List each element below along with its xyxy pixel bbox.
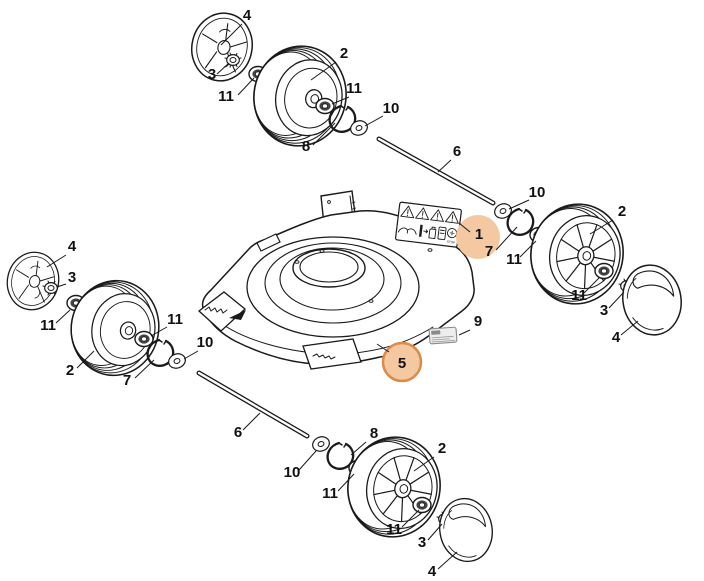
- washer: [492, 200, 514, 222]
- callout-4[interactable]: 4: [243, 7, 252, 24]
- callout-6[interactable]: 6: [234, 424, 242, 441]
- callout-9[interactable]: 9: [474, 313, 482, 330]
- callout-3[interactable]: 3: [208, 66, 216, 83]
- callout-2[interactable]: 2: [618, 203, 626, 220]
- callout-2[interactable]: 2: [438, 440, 446, 457]
- wheel: [244, 37, 356, 155]
- callout-3[interactable]: 3: [68, 269, 76, 286]
- callout-4[interactable]: 4: [68, 238, 77, 255]
- leader-lines: [46, 23, 639, 570]
- warning-label-plate: STOP: [394, 201, 462, 248]
- callout-2[interactable]: 2: [340, 45, 348, 62]
- callout-8[interactable]: 8: [302, 138, 310, 155]
- callout-7[interactable]: 7: [123, 372, 131, 389]
- hub-cap: [616, 259, 688, 341]
- callout-3[interactable]: 3: [600, 302, 608, 319]
- callout-6[interactable]: 6: [453, 143, 461, 160]
- washer: [166, 350, 188, 372]
- callout-7[interactable]: 7: [485, 243, 493, 260]
- callout-11[interactable]: 11: [40, 317, 56, 334]
- callout-4[interactable]: 4: [428, 563, 437, 580]
- panel-icon: [437, 226, 447, 241]
- warning-triangle-icons: [400, 205, 459, 224]
- callout-8[interactable]: 8: [370, 425, 378, 442]
- callout-11[interactable]: 11: [571, 287, 587, 304]
- snap-ring: [506, 207, 535, 236]
- lever-icon: [418, 224, 429, 237]
- callout-11[interactable]: 11: [386, 521, 402, 538]
- bearing-bushing: [594, 262, 614, 280]
- callout-5-selected[interactable]: 5: [398, 355, 406, 372]
- callout-11[interactable]: 11: [218, 88, 234, 105]
- callout-1-selected[interactable]: 1: [475, 226, 483, 243]
- bearing-bushing: [412, 496, 432, 514]
- part-callouts: 4 3 11 2 11 8 10 6 10 1 7 11 2 11 3 4 4 …: [40, 7, 626, 580]
- stop-text: STOP: [446, 240, 455, 245]
- callout-10[interactable]: 10: [529, 184, 546, 201]
- callout-3[interactable]: 3: [418, 534, 426, 551]
- callout-11[interactable]: 11: [167, 311, 183, 328]
- fuel-icon: [428, 226, 437, 239]
- highlight-part-5[interactable]: [381, 341, 423, 383]
- washer: [348, 117, 370, 139]
- axle-rear: [196, 370, 310, 439]
- hub-cap: [434, 493, 498, 567]
- read-manual-icon: [397, 227, 417, 235]
- callout-11[interactable]: 11: [346, 80, 362, 97]
- axle-front: [376, 136, 496, 206]
- callout-10[interactable]: 10: [197, 334, 214, 351]
- highlight-part-1[interactable]: [456, 215, 500, 259]
- callout-10[interactable]: 10: [383, 100, 400, 117]
- callout-11[interactable]: 11: [322, 485, 338, 502]
- mower-deck-housing: [197, 190, 475, 370]
- callout-4[interactable]: 4: [612, 329, 621, 346]
- model-plate-sticker: [428, 326, 458, 345]
- callout-10[interactable]: 10: [284, 464, 301, 481]
- callout-2[interactable]: 2: [66, 362, 74, 379]
- callout-11[interactable]: 11: [506, 251, 522, 268]
